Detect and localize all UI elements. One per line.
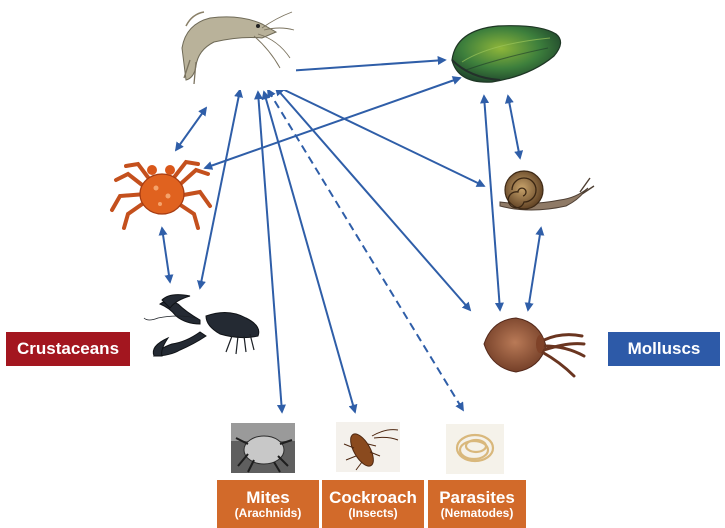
arrow-mussel-snail bbox=[508, 96, 520, 158]
parasites-label: Parasites (Nematodes) bbox=[428, 480, 526, 528]
crustaceans-label: Crustaceans bbox=[6, 332, 130, 366]
arrow-shrimp-snail bbox=[272, 84, 484, 186]
arrow-shrimp-mussel bbox=[272, 60, 445, 72]
mussel-icon bbox=[452, 26, 561, 82]
arrow-crab-lobster bbox=[162, 228, 170, 282]
squid-icon bbox=[484, 318, 584, 376]
nematode-icon bbox=[446, 424, 504, 474]
arrow-mussel-squid bbox=[484, 96, 500, 310]
cockroach-icon bbox=[336, 422, 400, 472]
arrow-shrimp-parasites bbox=[268, 90, 463, 410]
arrow-shrimp-lobster bbox=[200, 90, 240, 288]
cockroach-class: (Insects) bbox=[348, 507, 397, 520]
cockroach-label: Cockroach (Insects) bbox=[322, 480, 424, 528]
molluscs-label: Molluscs bbox=[608, 332, 720, 366]
arrow-mussel-crab bbox=[205, 78, 460, 168]
mite-icon bbox=[231, 423, 295, 473]
arrow-snail-squid bbox=[528, 228, 541, 310]
lobster-icon bbox=[144, 295, 259, 356]
crab-icon bbox=[112, 162, 210, 228]
arrows bbox=[162, 60, 541, 412]
parasites-name: Parasites bbox=[439, 489, 515, 507]
parasites-class: (Nematodes) bbox=[441, 507, 514, 520]
cockroach-name: Cockroach bbox=[329, 489, 417, 507]
mites-class: (Arachnids) bbox=[235, 507, 302, 520]
arrow-shrimp-squid bbox=[276, 88, 470, 310]
mites-label: Mites (Arachnids) bbox=[217, 480, 319, 528]
snail-icon bbox=[500, 171, 594, 210]
arrow-shrimp-crab bbox=[176, 108, 206, 150]
mites-name: Mites bbox=[246, 489, 289, 507]
shrimp-icon bbox=[178, 2, 296, 90]
